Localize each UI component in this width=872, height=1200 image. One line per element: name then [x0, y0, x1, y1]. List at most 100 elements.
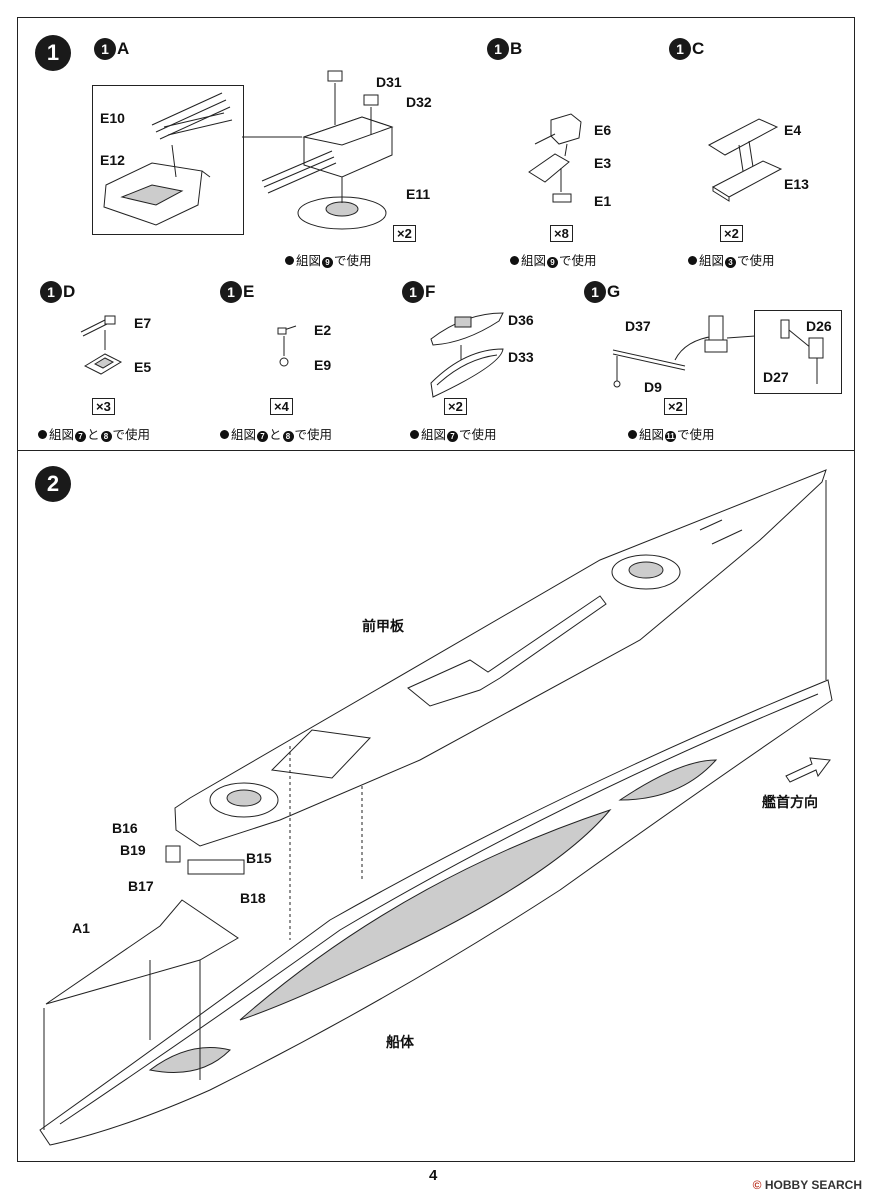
note-1e-ref2: 8	[282, 431, 294, 442]
sub-1a-letter: A	[117, 39, 130, 58]
sub-1e-step: 1	[220, 281, 242, 303]
bullet-icon	[38, 430, 47, 439]
crane-inset	[754, 310, 842, 394]
watermark: © HOBBY SEARCH	[753, 1178, 862, 1192]
sub-1g-step: 1	[584, 281, 606, 303]
sub-1c-step: 1	[669, 38, 691, 60]
note-1b-post: で使用	[559, 254, 597, 268]
part-E10: E10	[100, 110, 125, 126]
part-B17: B17	[128, 878, 154, 894]
watermark-brand: HOBBY	[764, 1178, 808, 1192]
part-D9: D9	[644, 379, 662, 395]
note-1d-ref2: 8	[100, 431, 112, 442]
turret-drawing	[103, 70, 394, 230]
sub-1d-step: 1	[40, 281, 62, 303]
bullet-icon	[220, 430, 229, 439]
part-D37: D37	[625, 318, 651, 334]
gun-mount-drawing	[528, 113, 582, 203]
qty-1g: ×2	[664, 398, 687, 415]
part-E12: E12	[100, 152, 125, 168]
note-1g-pre: 組図	[639, 428, 665, 442]
note-1e-mid: と	[269, 428, 282, 442]
part-E2: E2	[314, 322, 332, 338]
part-E3: E3	[594, 155, 612, 171]
note-1f-ref: 7	[447, 431, 459, 442]
qty-1a: ×2	[393, 225, 416, 242]
note-1d-mid: と	[87, 428, 100, 442]
note-1c-pre: 組図	[699, 254, 725, 268]
qty-1c: ×2	[720, 225, 743, 242]
part-D26: D26	[806, 318, 832, 334]
qty-1d: ×3	[92, 398, 115, 415]
note-1c-ref: 3	[725, 257, 737, 268]
part-E13: E13	[784, 176, 809, 192]
part-E5: E5	[134, 359, 152, 375]
sub-1b-step: 1	[487, 38, 509, 60]
note-1f-pre: 組図	[421, 428, 447, 442]
note-1d-post: で使用	[112, 428, 151, 442]
part-D32: D32	[406, 94, 432, 110]
note-1e-pre: 組図	[231, 428, 257, 442]
sub-1a-step: 1	[94, 38, 116, 60]
sub-1e-letter: E	[243, 282, 255, 301]
step-divider	[17, 450, 855, 451]
bow-arrow-icon	[785, 757, 831, 783]
part-B15: B15	[246, 850, 272, 866]
sub-1g-letter: G	[607, 282, 621, 301]
note-1a-pre: 組図	[296, 254, 322, 268]
watermark-brand2: SEARCH	[811, 1178, 862, 1192]
part-E11: E11	[406, 186, 431, 202]
bullet-icon	[628, 430, 637, 439]
note-1a-post: で使用	[334, 254, 372, 268]
bullet-icon	[285, 256, 294, 265]
sub-1f-letter: F	[425, 282, 436, 301]
label-fore-deck: 前甲板	[362, 618, 404, 634]
note-1e-ref: 7	[257, 431, 269, 442]
note-1g-ref: 11	[665, 431, 677, 442]
bullet-icon	[688, 256, 697, 265]
page-frame	[17, 17, 855, 1162]
note-1f-post: で使用	[459, 428, 497, 442]
note-1d-pre: 組図	[49, 428, 75, 442]
page-number: 4	[429, 1167, 438, 1184]
part-B18: B18	[240, 890, 266, 906]
qty-1b: ×8	[550, 225, 573, 242]
part-D27: D27	[763, 369, 789, 385]
step1-badge: 1	[35, 35, 71, 71]
note-1b-ref: 9	[547, 257, 559, 268]
sub-1d-letter: D	[63, 282, 76, 301]
bullet-icon	[410, 430, 419, 439]
label-bow-direction: 艦首方向	[762, 794, 818, 810]
part-A1: A1	[72, 920, 90, 936]
note-1a-ref: 9	[322, 257, 334, 268]
part-E7: E7	[134, 315, 152, 331]
platform-drawing	[707, 118, 783, 202]
part-B19: B19	[120, 842, 146, 858]
bullet-icon	[510, 256, 519, 265]
fore-deck-part	[174, 469, 827, 847]
part-D31: D31	[376, 74, 402, 90]
qty-1f: ×2	[444, 398, 467, 415]
watermark-copyright: ©	[752, 1178, 762, 1192]
sub-1c-letter: C	[692, 39, 705, 58]
part-E6: E6	[594, 122, 612, 138]
boat-drawing	[430, 312, 504, 398]
part-D36: D36	[508, 312, 534, 328]
qty-1e: ×4	[270, 398, 293, 415]
part-E1: E1	[594, 193, 612, 209]
